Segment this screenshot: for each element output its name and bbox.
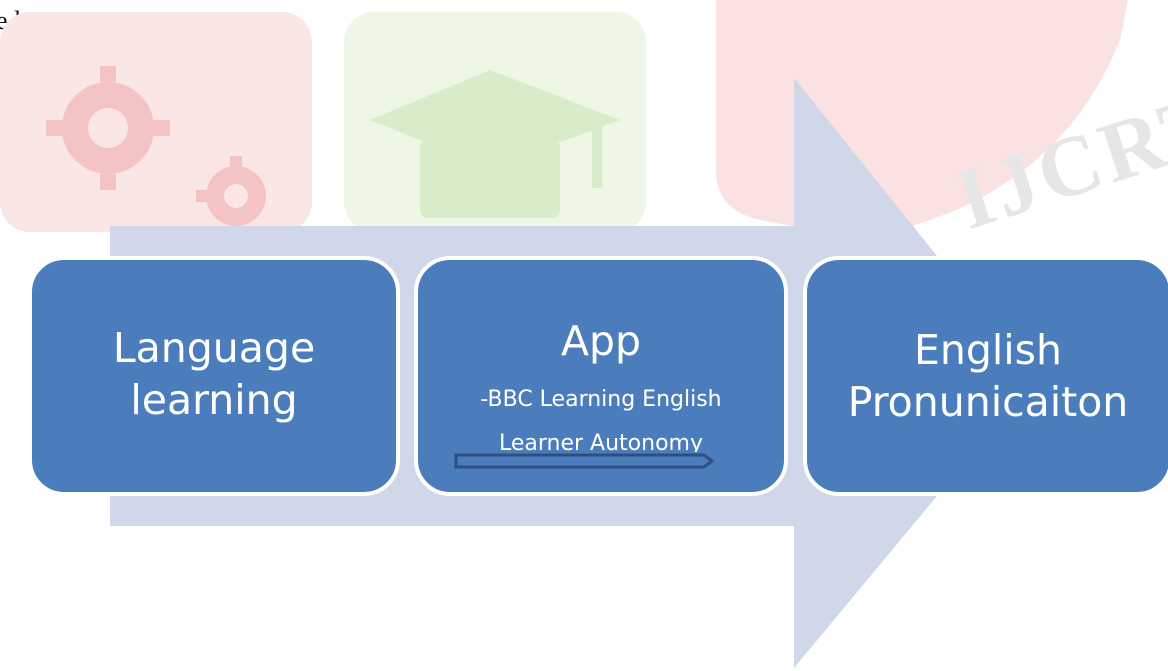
- step-title-app: App: [560, 317, 642, 365]
- step-line: learning: [130, 376, 298, 424]
- step-subtitle-app: -BBC Learning English: [480, 387, 722, 412]
- step-line: Pronunicaiton: [847, 378, 1129, 426]
- inner-arrow-icon: [454, 453, 715, 469]
- graduation-cap-icon: [370, 70, 620, 218]
- step-box-language-learning: Language learning: [28, 256, 400, 496]
- step-box-english-pronunciation: English Pronunicaiton: [803, 256, 1168, 496]
- wrench-icon: [88, 108, 248, 208]
- step-label-english-pronunciation: English Pronunicaiton: [807, 324, 1168, 428]
- step-line: Language: [112, 324, 316, 372]
- step-box-app: App -BBC Learning English Learner Autono…: [414, 256, 788, 496]
- step-extra-app: Learner Autonomy: [499, 431, 703, 452]
- step-label-language-learning: Language learning: [32, 322, 396, 426]
- step-line: English: [913, 326, 1063, 374]
